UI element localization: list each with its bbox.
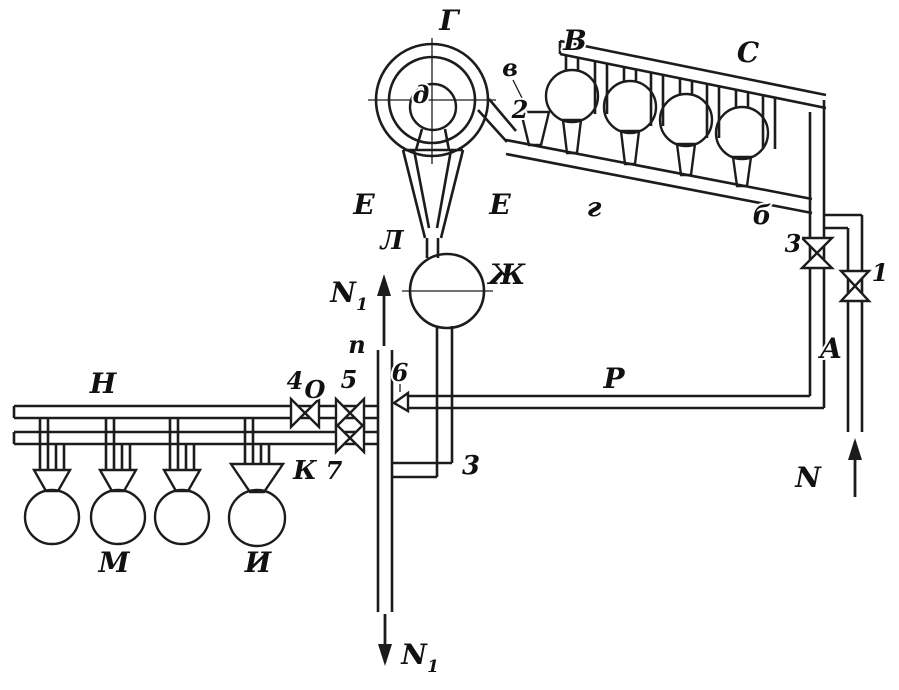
label-pipe-g: г bbox=[587, 193, 602, 223]
valve-5-cone-left bbox=[334, 396, 352, 430]
bulb-funnel bbox=[731, 155, 753, 188]
label-v-leader bbox=[512, 79, 528, 109]
label-bulb-d: д bbox=[413, 80, 430, 109]
label-pipe-a: А bbox=[818, 332, 843, 365]
valve-7k-cone-left bbox=[334, 421, 352, 455]
bulb-d bbox=[408, 82, 458, 132]
label-rack-n: Н bbox=[89, 367, 118, 400]
label-funnel-v: в bbox=[502, 53, 518, 82]
bulb-funnel bbox=[561, 118, 583, 155]
label-bulb-m: М bbox=[98, 546, 131, 579]
label-gas-n: N bbox=[794, 461, 822, 494]
label-funnel-e-right: Е bbox=[488, 188, 511, 221]
label-valve-o: О bbox=[305, 375, 326, 404]
valve-4o-cone-right bbox=[303, 396, 321, 430]
wash-bulb-m bbox=[89, 488, 147, 546]
valve-3-cone-top bbox=[799, 236, 835, 255]
label-funnel-e-left: Е bbox=[352, 188, 375, 221]
label-bulb-i: И bbox=[244, 546, 273, 579]
bulb-funnel-i bbox=[228, 462, 286, 494]
bulb-funnel bbox=[675, 142, 697, 177]
label-pipes-3: 3 bbox=[462, 451, 480, 481]
label-flywheel-g: Г bbox=[438, 4, 460, 37]
label-pipe-r: Р bbox=[602, 362, 625, 395]
rack-n-pipes bbox=[12, 404, 378, 446]
funnel-e bbox=[401, 128, 465, 258]
arrow-n-head bbox=[848, 438, 862, 460]
left-rack bbox=[12, 404, 378, 548]
bulb-funnel bbox=[619, 129, 641, 166]
valve-1 bbox=[838, 269, 872, 303]
valve-4-o bbox=[289, 396, 321, 430]
label-separator-zh: Ж bbox=[487, 258, 527, 291]
flywheel-inner-ring bbox=[387, 55, 477, 145]
label-valve-1: 1 bbox=[872, 258, 889, 287]
funnel-e-walls bbox=[401, 128, 465, 258]
valve-3-right bbox=[799, 236, 835, 270]
inclined-rack bbox=[477, 39, 827, 215]
inclined-pipe-g bbox=[505, 138, 813, 215]
rack-n-drop-tubes bbox=[38, 418, 271, 470]
label-bulbs-v: В bbox=[562, 24, 587, 57]
arrow-n1-down bbox=[378, 614, 392, 666]
flywheel-assembly bbox=[368, 38, 496, 164]
right-riser bbox=[808, 100, 864, 432]
valve-1-cone-top bbox=[838, 269, 872, 288]
valve-3-cone-bottom bbox=[799, 251, 835, 270]
label-frame-c: С bbox=[737, 36, 760, 69]
bulb-funnel bbox=[97, 468, 139, 493]
wash-bulb bbox=[153, 488, 211, 546]
pipe-r bbox=[408, 394, 824, 410]
pipe-p-vertical bbox=[376, 350, 394, 612]
label-valve-3: 3 bbox=[785, 229, 802, 258]
pipe-r-assembly bbox=[391, 384, 824, 414]
nozzle-6 bbox=[391, 390, 410, 414]
valve-7-k bbox=[334, 421, 366, 455]
label-tube-l: Л bbox=[379, 226, 405, 256]
valve-5 bbox=[334, 396, 366, 430]
gas-bulb bbox=[658, 92, 714, 148]
label-valve-5: 5 bbox=[341, 365, 358, 394]
label-n1-up: N bbox=[329, 276, 357, 309]
label-valve-4: 4 bbox=[287, 366, 304, 395]
label-pipe-p: п bbox=[348, 330, 365, 359]
branch-and-pipe-a bbox=[824, 213, 864, 432]
label-valve-k: К bbox=[292, 456, 317, 486]
gas-bulb bbox=[714, 105, 770, 161]
label-n1-down: N bbox=[400, 638, 428, 671]
label-n1-up-sub: 1 bbox=[356, 295, 368, 315]
separator-zh bbox=[392, 252, 493, 479]
gas-bulb bbox=[602, 79, 658, 135]
wash-bulb-i bbox=[227, 488, 287, 548]
arrow-n-up bbox=[848, 438, 862, 497]
gas-bulb bbox=[544, 68, 600, 124]
feed-duct-2 bbox=[477, 98, 517, 143]
flywheel-outer-ring bbox=[374, 42, 490, 158]
valve-1-cone-bottom bbox=[838, 284, 872, 303]
valve-5-cone-right bbox=[348, 396, 366, 430]
label-valve-7: 7 bbox=[326, 456, 343, 485]
wash-bulb bbox=[23, 488, 81, 546]
label-nozzle-2: 2 bbox=[511, 95, 529, 124]
arrow-n1-down-head bbox=[378, 644, 392, 666]
riser-pipe bbox=[808, 100, 826, 408]
bulb-funnel bbox=[161, 468, 203, 493]
label-pipe-b: б bbox=[753, 201, 772, 231]
bulb-funnel bbox=[31, 468, 73, 493]
label-n1-down-sub: 1 bbox=[427, 657, 439, 677]
valve-7k-cone-right bbox=[348, 421, 366, 455]
valve-4o-cone-left bbox=[289, 396, 307, 430]
rack-top-rail bbox=[558, 39, 827, 110]
funnel-v bbox=[519, 110, 551, 147]
zh-outlet-pipes bbox=[392, 326, 454, 479]
arrow-n1-up-head bbox=[377, 274, 391, 296]
arrow-n1-up bbox=[377, 274, 391, 346]
rack-necks-and-teeth bbox=[564, 55, 777, 149]
label-nozzle-6: 6 bbox=[392, 358, 409, 387]
